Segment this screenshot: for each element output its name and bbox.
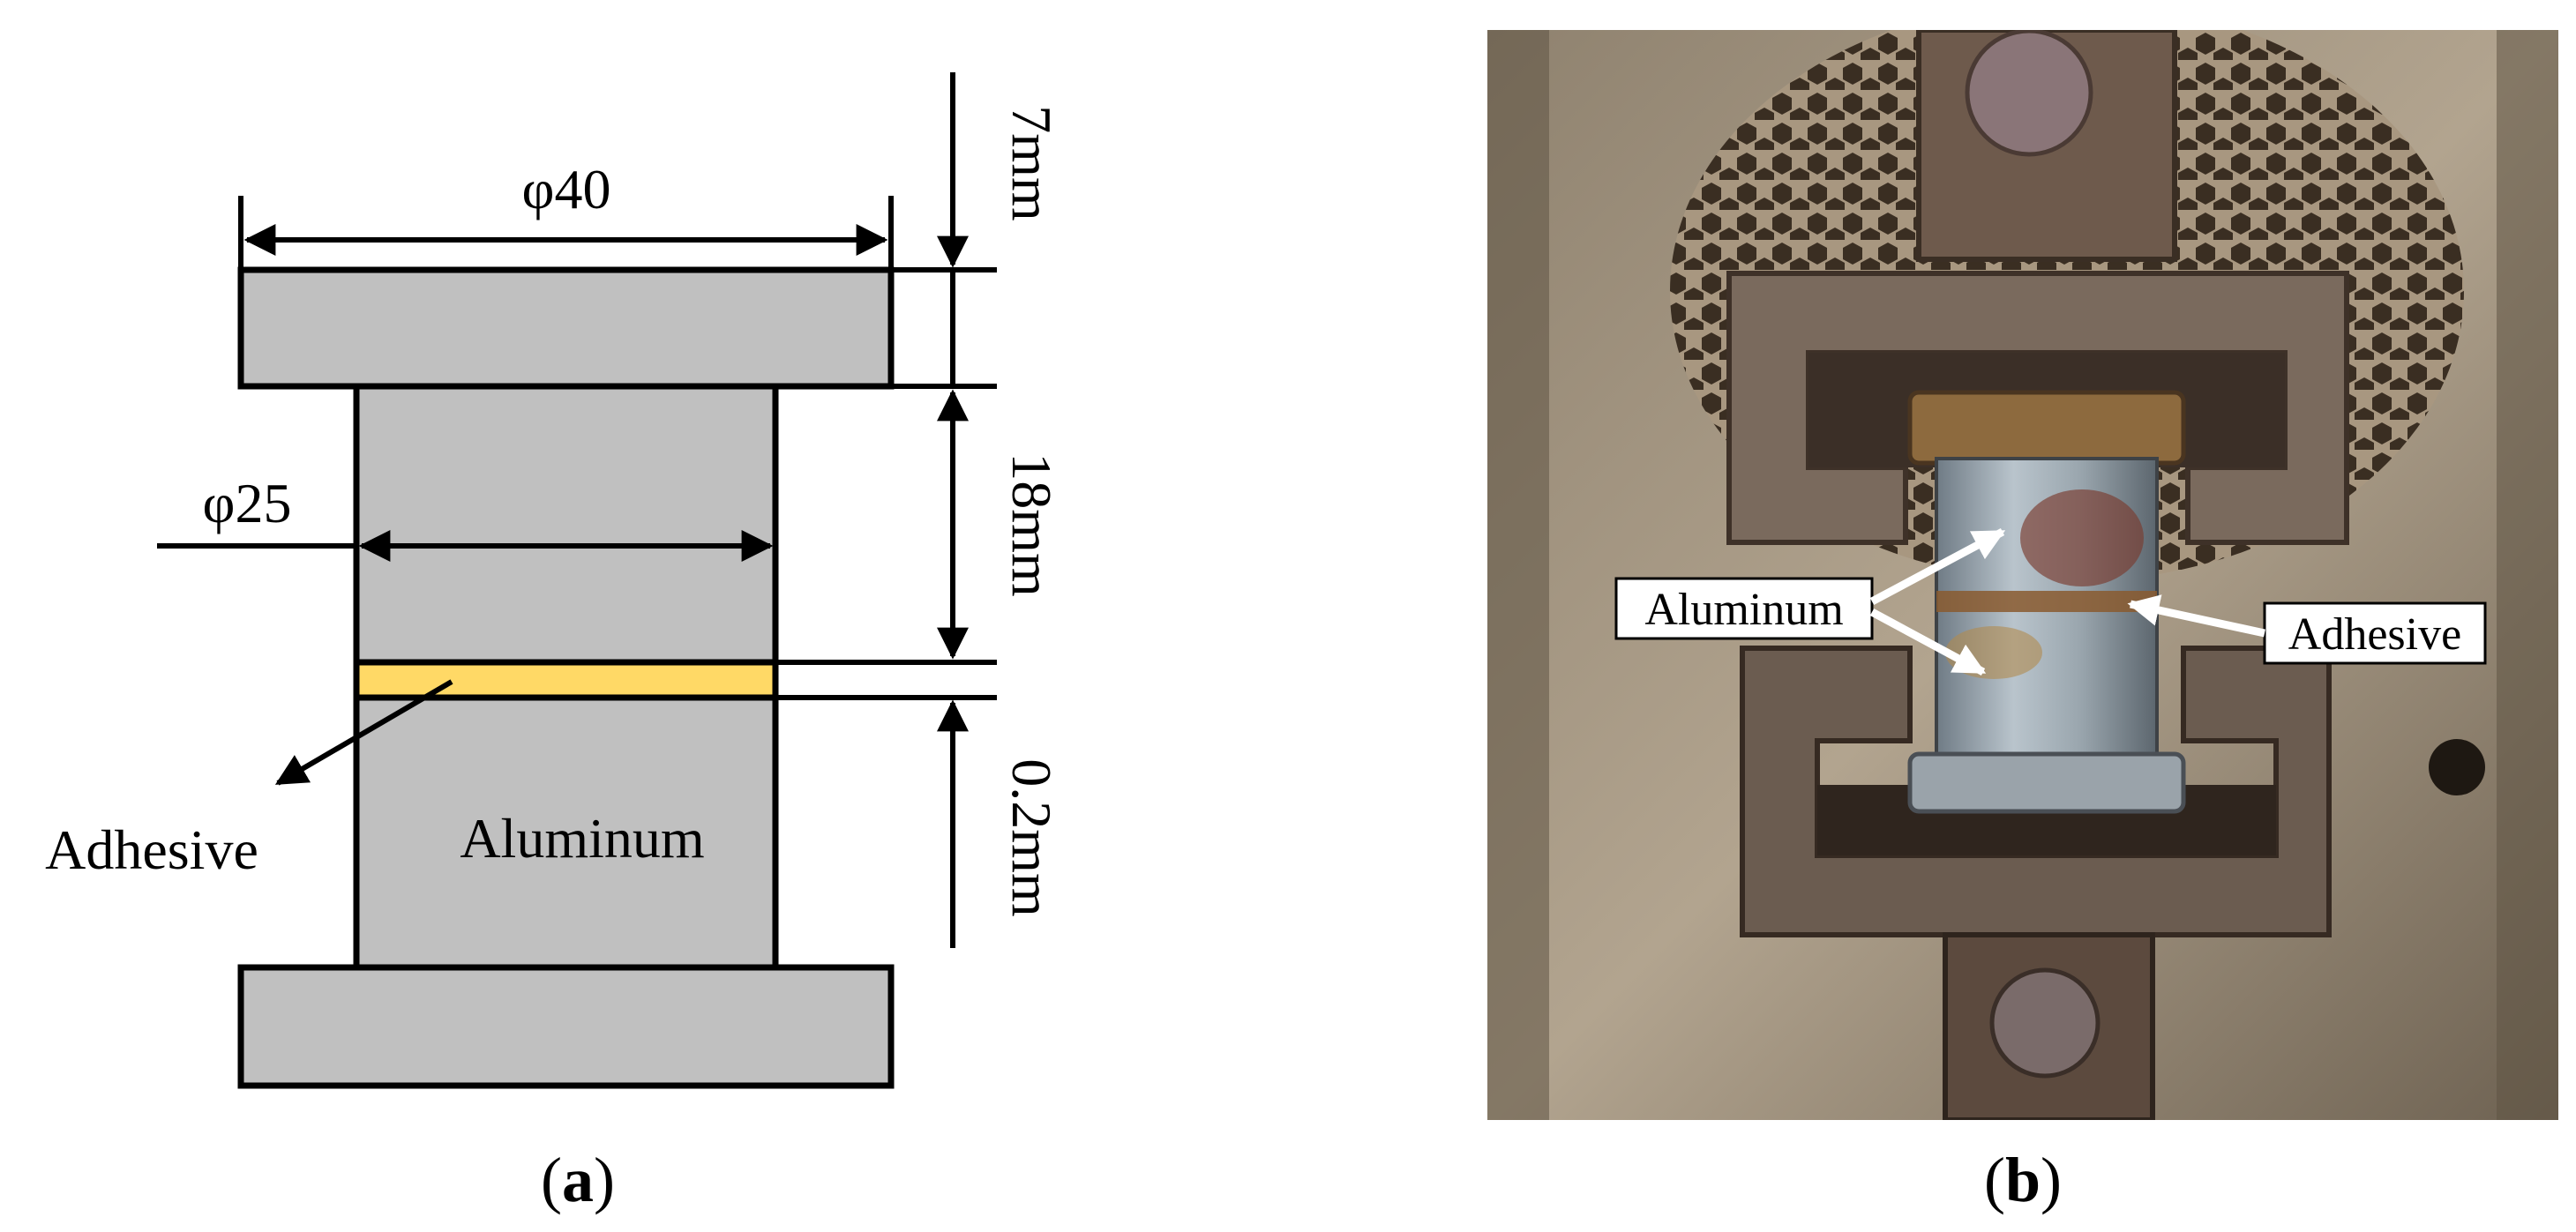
lower-neck (353, 694, 779, 971)
adhesive-arrow (2127, 594, 2265, 638)
upper-neck (353, 383, 779, 666)
caption-b: (b) (1984, 1145, 2062, 1215)
neck-diameter-label: φ25 (203, 472, 292, 534)
lower-grip (1740, 646, 2332, 937)
aluminum-callout-label: Aluminum (1644, 585, 1843, 635)
schematic-panel: φ40 φ25 7mm 18mm 0.2mm Adhesive Aluminum… (45, 72, 1063, 1215)
adhesive-thickness-label: 0.2mm (1000, 758, 1063, 917)
bottom-flange (237, 964, 895, 1089)
aluminum-arrow-lower (1869, 609, 1987, 676)
aluminum-label: Aluminum (460, 807, 704, 870)
top-diameter-label: φ40 (522, 158, 611, 220)
aluminum-arrow-upper (1869, 528, 2006, 605)
neck-length-label: 18mm (1000, 452, 1063, 597)
adhesive-layer (353, 659, 779, 701)
caption-a: (a) (541, 1145, 615, 1215)
adhesive-leader-arrow (274, 679, 453, 786)
adhesive-callout-label: Adhesive (2288, 609, 2461, 660)
photo-panel: Aluminum Adhesive (b) (1487, 30, 2558, 1215)
flange-thickness-label: 7mm (1000, 105, 1063, 221)
test-rig-photo (1487, 30, 2558, 1120)
top-flange (237, 266, 895, 390)
adhesive-callout-box (2263, 601, 2487, 665)
adhesive-label: Adhesive (45, 818, 258, 881)
caption-a-letter: a (562, 1145, 594, 1215)
adhesive-band (1936, 591, 2157, 612)
caption-b-letter: b (2005, 1145, 2041, 1215)
aluminum-callout-box (1614, 577, 1874, 640)
